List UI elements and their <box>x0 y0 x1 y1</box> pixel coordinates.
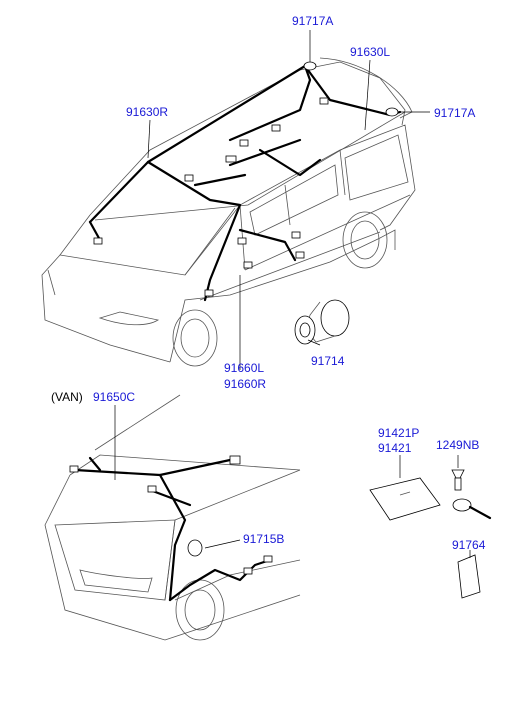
part-91421-pad <box>369 455 441 521</box>
vehicle-bottom-body <box>44 394 301 641</box>
label-91630l: 91630L <box>350 45 390 59</box>
leaders-top <box>147 30 430 370</box>
part-91714-grommet <box>294 299 350 345</box>
label-91630r: 91630R <box>126 105 168 119</box>
label-91717a-top: 91717A <box>292 14 333 28</box>
label-91717a-right: 91717A <box>434 106 475 120</box>
label-1249nb: 1249NB <box>436 438 479 452</box>
grommet-top <box>303 61 317 71</box>
part-91715b-grommet <box>187 539 203 557</box>
grommet-right <box>385 107 399 117</box>
label-91764: 91764 <box>452 538 486 552</box>
part-1249nb-bolt-and-terminal <box>451 455 492 520</box>
label-91421: 91421 <box>378 441 412 455</box>
label-91650c: 91650C <box>93 390 135 404</box>
label-91660l: 91660L <box>224 361 264 375</box>
part-91764-plate <box>457 550 481 599</box>
vehicle-top-body <box>41 57 416 367</box>
label-91421p: 91421P <box>378 426 419 440</box>
label-91660r: 91660R <box>224 377 266 391</box>
roof-harness-top <box>88 61 402 302</box>
label-91714: 91714 <box>311 354 345 368</box>
leaders-bottom <box>114 405 241 549</box>
label-van: (VAN) <box>51 390 83 404</box>
label-91715b: 91715B <box>243 532 284 546</box>
rear-harness-bottom <box>69 455 273 602</box>
